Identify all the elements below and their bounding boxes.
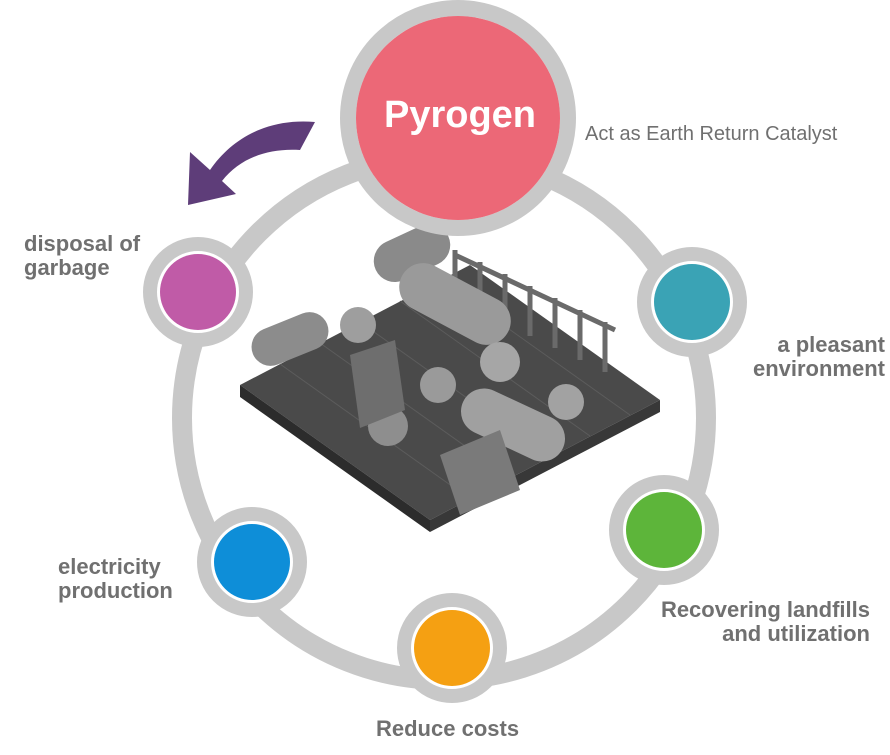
node-landfills	[609, 475, 719, 585]
label-disposal: disposal of garbage	[24, 232, 140, 280]
cycle-arrow-icon	[188, 121, 315, 205]
node-environment	[637, 247, 747, 357]
node-electricity	[197, 507, 307, 617]
label-landfills-line1: Recovering landfills	[660, 597, 870, 622]
label-disposal-line1: disposal of	[24, 231, 141, 256]
label-electricity-line1: electricity	[58, 554, 161, 579]
hub-title: Pyrogen	[383, 94, 537, 136]
pyrolysis-plant-icon	[240, 223, 660, 532]
label-landfills: Recovering landfills and utilization	[620, 598, 870, 646]
label-environment-line2: environment	[752, 356, 885, 381]
node-disposal	[143, 237, 253, 347]
label-electricity: electricity production	[58, 555, 173, 603]
node-costs	[397, 593, 507, 703]
label-environment-line1: a pleasant	[777, 332, 885, 357]
hub-circle	[340, 0, 576, 236]
label-environment: a pleasant environment	[700, 333, 885, 381]
label-costs: Reduce costs	[376, 716, 520, 741]
label-electricity-line2: production	[58, 578, 173, 603]
label-landfills-line2: and utilization	[722, 621, 870, 646]
label-disposal-line2: garbage	[24, 255, 110, 280]
hub-caption: Act as Earth Return Catalyst	[585, 123, 838, 145]
